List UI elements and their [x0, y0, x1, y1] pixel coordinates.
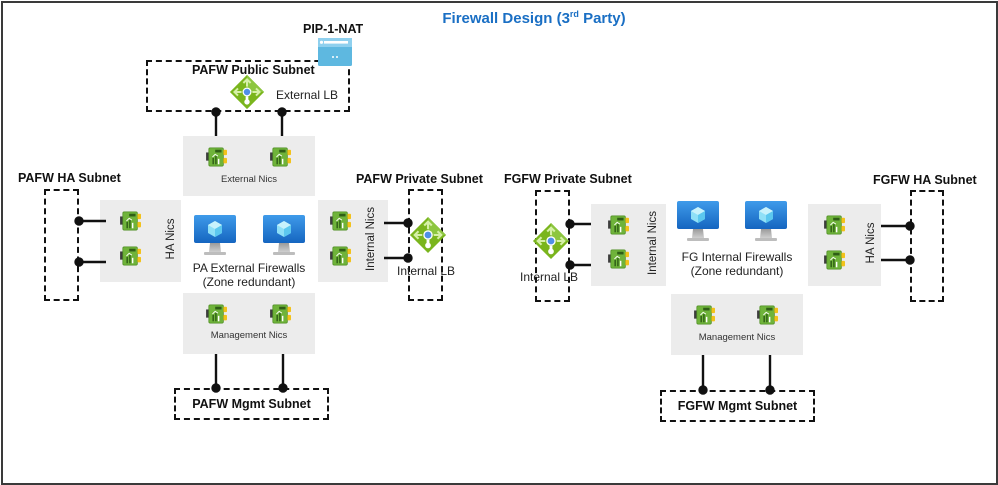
connector-dot	[74, 216, 84, 226]
pa-mgmt-subnet-label: PAFW Mgmt Subnet	[192, 397, 311, 411]
connector-dot	[565, 260, 575, 270]
fg-internal-lb-label: Internal LB	[520, 270, 579, 284]
pa-ha-subnet-label: PAFW HA Subnet	[18, 171, 121, 185]
pa-public-subnet-box	[146, 60, 350, 112]
connector-dot	[905, 255, 915, 265]
fg-ha-subnet-box	[910, 190, 944, 302]
pa-firewalls-label-line2: (Zone redundant)	[202, 275, 296, 289]
pa-management-nics-label: Management Nics	[210, 330, 288, 341]
pa-private-subnet-box	[408, 189, 443, 301]
connector-dot	[403, 218, 413, 228]
fg-private-subnet-box	[535, 190, 570, 302]
fg-ha-nics-panel	[808, 204, 881, 286]
pa-private-subnet-label: PAFW Private Subnet	[356, 172, 483, 186]
connector-dot	[565, 219, 575, 229]
fg-private-subnet-label: FGFW Private Subnet	[504, 172, 632, 186]
pa-ha-nics-panel	[100, 200, 181, 282]
pa-management-nics-panel	[183, 293, 315, 354]
connector-dot	[403, 253, 413, 263]
pa-public-subnet-label: PAFW Public Subnet	[192, 63, 315, 77]
connector-dot	[905, 221, 915, 231]
pa-ha-subnet-box	[44, 189, 79, 301]
connector-dot	[277, 107, 287, 117]
pa-internal-lb-label: Internal LB	[397, 264, 456, 278]
fg-ha-subnet-label: FGFW HA Subnet	[873, 173, 977, 187]
connector-dot	[74, 257, 84, 267]
connector-dot	[698, 385, 708, 395]
fg-management-nics-panel	[671, 294, 803, 355]
connector-dot	[211, 107, 221, 117]
pa-firewalls-label-line1: PA External Firewalls	[192, 261, 306, 275]
connector-dot	[765, 385, 775, 395]
fg-firewalls-label-line1: FG Internal Firewalls	[681, 250, 793, 264]
fg-mgmt-subnet-label: FGFW Mgmt Subnet	[677, 399, 798, 413]
pip-label: PIP-1-NAT	[303, 22, 364, 36]
connector-dot	[278, 383, 288, 393]
connector-dot	[211, 383, 221, 393]
fg-management-nics-label: Management Nics	[698, 332, 776, 343]
diagram-title: Firewall Design (3rd Party)	[442, 9, 626, 27]
external-lb-label: External LB	[276, 88, 339, 102]
pa-external-nics-panel	[183, 136, 315, 196]
pa-external-nics-label: External Nics	[221, 174, 277, 185]
fg-mgmt-subnet-box	[660, 390, 815, 422]
fg-firewalls-label-line2: (Zone redundant)	[690, 264, 784, 278]
pa-internal-nics-panel	[318, 200, 388, 282]
fg-internal-nics-panel	[591, 204, 666, 286]
pa-mgmt-subnet-box	[174, 388, 329, 420]
